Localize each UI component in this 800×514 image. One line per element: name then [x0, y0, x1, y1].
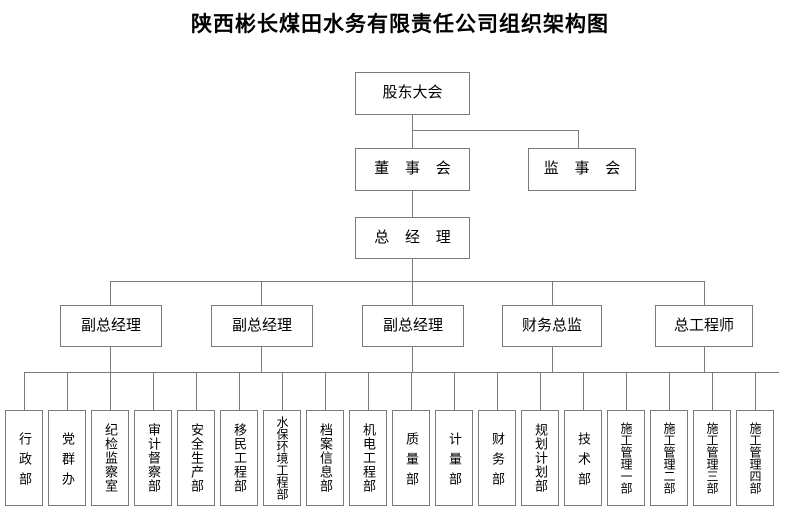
node-label: 施工管理二部 [662, 422, 676, 494]
node-department-quality[interactable]: 质量部 [392, 410, 430, 506]
connector-bus-to-dept-9 [368, 372, 369, 410]
node-deputy-general-manager-3[interactable]: 副总经理 [362, 305, 464, 347]
connector-bus-to-dept-1 [24, 372, 25, 410]
node-general-manager[interactable]: 总 经 理 [355, 217, 470, 259]
node-label: 施工管理四部 [748, 422, 762, 494]
connector-bus-to-dept-13 [540, 372, 541, 410]
page-title: 陕西彬长煤田水务有限责任公司组织架构图 [191, 12, 609, 36]
node-department-finance[interactable]: 财务部 [478, 410, 516, 506]
connector-bus-to-dept-7 [282, 372, 283, 410]
connector-bus-to-dept-12 [497, 372, 498, 410]
node-department-construction-management-3[interactable]: 施工管理三部 [693, 410, 731, 506]
node-deputy-general-manager-1[interactable]: 副总经理 [60, 305, 162, 347]
connector-bus-to-dept-5 [196, 372, 197, 410]
connector-bus-to-dept-18 [755, 372, 756, 410]
node-shareholders-meeting[interactable]: 股东大会 [355, 72, 470, 115]
node-label: 监 事 会 [543, 161, 627, 178]
connector-cfo-down [552, 347, 553, 372]
connector-bus-to-dept-17 [712, 372, 713, 410]
node-department-archives-information[interactable]: 档案信息部 [306, 410, 344, 506]
node-label: 财务总监 [521, 317, 582, 334]
node-label: 纪检监察室 [103, 423, 119, 493]
node-label: 水保环境工程部 [275, 416, 289, 500]
node-department-audit-supervision[interactable]: 审计督察部 [134, 410, 172, 506]
connector-vgm1-down [110, 347, 111, 372]
node-label: 计量部 [447, 431, 463, 492]
node-department-technology[interactable]: 技术部 [564, 410, 602, 506]
connector-bus-to-vgm1 [110, 281, 111, 305]
connector-bus-to-vgm2 [261, 281, 262, 305]
connector-shareholders-bus [412, 130, 579, 131]
node-label: 副总经理 [80, 317, 141, 334]
node-label: 副总经理 [382, 317, 443, 334]
node-label: 档案信息部 [318, 423, 334, 493]
node-label: 质量部 [404, 431, 420, 492]
node-cfo[interactable]: 财务总监 [502, 305, 602, 347]
connector-board-to-gm [412, 190, 413, 217]
node-board-of-directors[interactable]: 董 事 会 [355, 148, 470, 191]
connector-bus-to-dept-16 [669, 372, 670, 410]
node-department-metering[interactable]: 计量部 [435, 410, 473, 506]
node-label: 施工管理三部 [705, 422, 719, 494]
connector-gm-down [412, 259, 413, 281]
node-deputy-general-manager-2[interactable]: 副总经理 [211, 305, 313, 347]
node-label: 移民工程部 [232, 423, 248, 493]
connector-supervisors-down [578, 130, 579, 148]
node-label: 董 事 会 [374, 161, 457, 178]
connector-bus-to-chief-eng [704, 281, 705, 305]
node-chief-engineer[interactable]: 总工程师 [655, 305, 753, 347]
connector-shareholders-down [412, 115, 413, 131]
node-label: 施工管理一部 [619, 422, 633, 494]
connector-bus-to-vgm3 [412, 281, 413, 305]
node-department-safety-production[interactable]: 安全生产部 [177, 410, 215, 506]
connector-chief-eng-down [704, 347, 705, 372]
node-label: 总工程师 [673, 317, 734, 334]
connector-bus-to-dept-15 [626, 372, 627, 410]
node-label: 技术部 [576, 431, 592, 492]
node-label: 规划计划部 [533, 423, 549, 493]
node-department-party-affairs[interactable]: 党群办 [48, 410, 86, 506]
connector-department-bus [24, 372, 779, 373]
connector-vgm3-down [412, 347, 413, 372]
node-label: 总 经 理 [374, 229, 457, 246]
node-label: 财务部 [490, 431, 506, 492]
connector-board-down [412, 130, 413, 148]
node-label: 安全生产部 [189, 423, 205, 493]
node-label: 审计督察部 [146, 423, 162, 493]
connector-vgm2-down [261, 347, 262, 372]
connector-bus-to-dept-3 [110, 372, 111, 410]
node-department-discipline-inspection[interactable]: 纪检监察室 [91, 410, 129, 506]
connector-bus-to-cfo [552, 281, 553, 305]
connector-bus-to-dept-2 [67, 372, 68, 410]
node-label: 党群办 [60, 431, 76, 492]
connector-bus-to-dept-11 [454, 372, 455, 410]
node-label: 行政部 [17, 431, 33, 492]
node-department-administration[interactable]: 行政部 [5, 410, 43, 506]
node-label: 副总经理 [231, 317, 292, 334]
node-board-of-supervisors[interactable]: 监 事 会 [528, 148, 636, 191]
connector-bus-to-dept-4 [153, 372, 154, 410]
node-label: 股东大会 [382, 85, 443, 102]
node-department-mechanical-electrical-engineering[interactable]: 机电工程部 [349, 410, 387, 506]
connector-bus-to-dept-10 [411, 372, 412, 410]
node-department-construction-management-1[interactable]: 施工管理一部 [607, 410, 645, 506]
node-department-construction-management-2[interactable]: 施工管理二部 [650, 410, 688, 506]
connector-bus-to-dept-6 [239, 372, 240, 410]
connector-bus-to-dept-8 [325, 372, 326, 410]
node-department-resettlement-engineering[interactable]: 移民工程部 [220, 410, 258, 506]
node-department-water-environment-engineering[interactable]: 水保环境工程部 [263, 410, 301, 506]
node-label: 机电工程部 [361, 423, 377, 493]
node-department-planning[interactable]: 规划计划部 [521, 410, 559, 506]
connector-bus-to-dept-14 [583, 372, 584, 410]
connector-management-bus [110, 281, 704, 282]
node-department-construction-management-4[interactable]: 施工管理四部 [736, 410, 774, 506]
